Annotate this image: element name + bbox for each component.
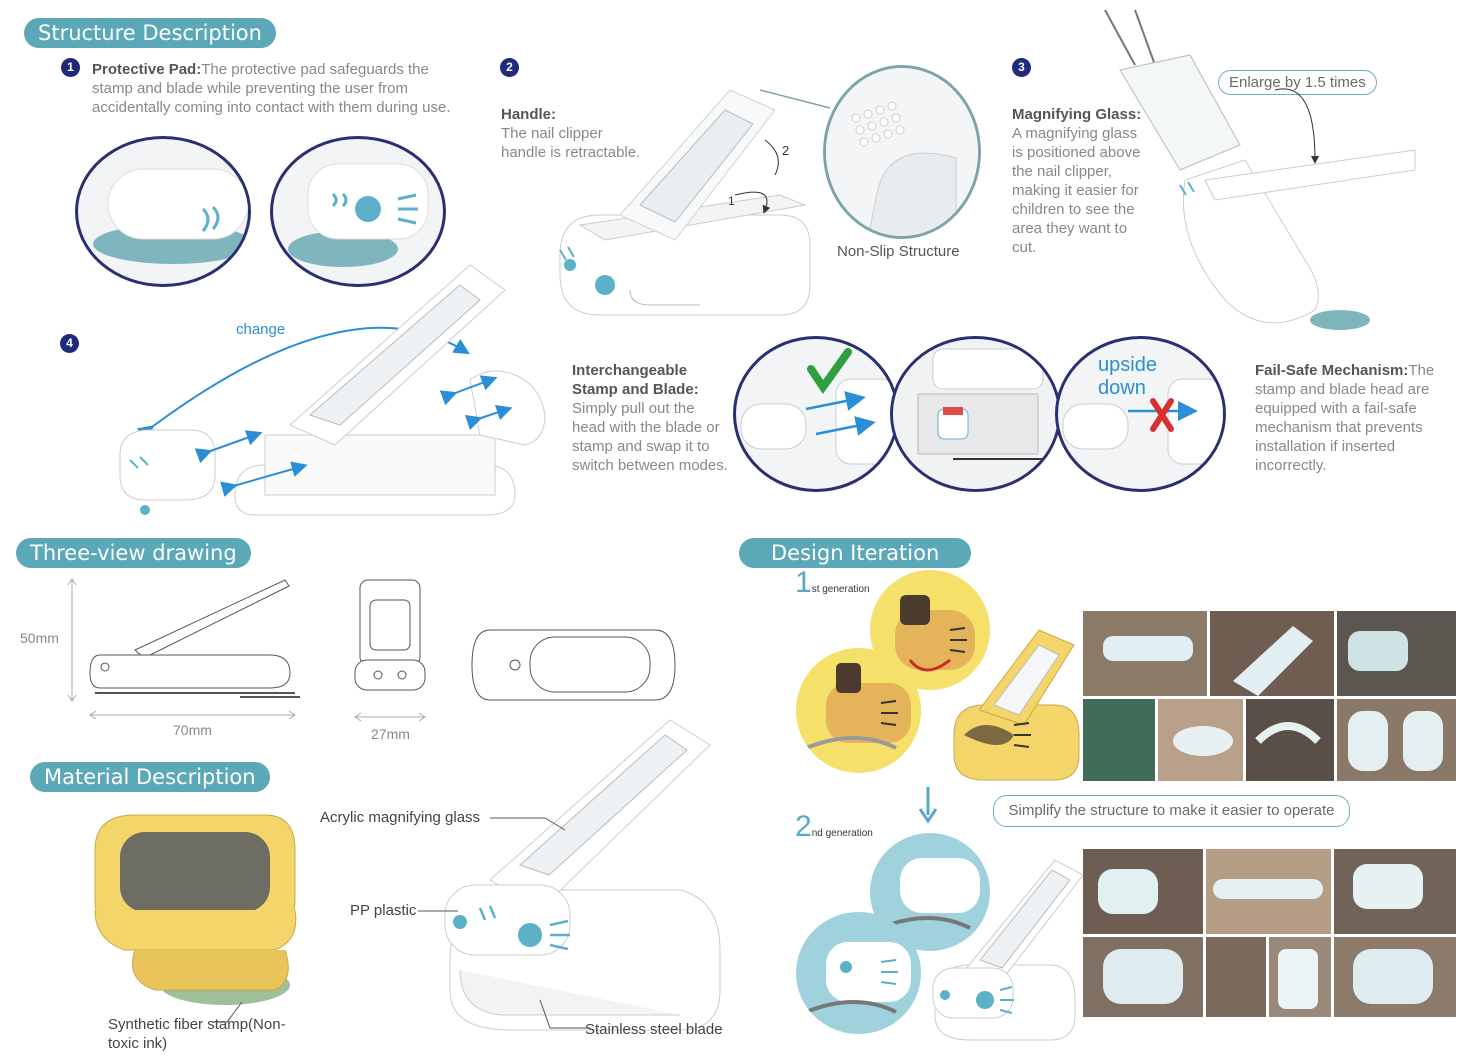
upside-label-2: down	[1098, 377, 1146, 399]
arrow-label-2: 2	[782, 143, 789, 158]
wrong-insert-illustration: upside down	[1062, 354, 1223, 465]
gen1-label: 1st generation	[795, 566, 870, 600]
change-label: change	[236, 321, 286, 338]
non-slip-zoom-image	[823, 65, 981, 239]
retractable-handle-illustration: 2 1	[559, 89, 811, 316]
height-dimension: 50mm	[20, 630, 59, 646]
gen2-detail-image-bottom	[796, 912, 921, 1034]
gen2-number: 2	[795, 810, 812, 843]
feature-1-desc: The protective pad safeguards the stamp …	[92, 61, 451, 116]
non-slip-dots-illustration	[826, 68, 978, 236]
gen1-number: 1	[795, 566, 812, 599]
interchangeable-illustration	[119, 264, 546, 516]
side-view-drawing	[67, 578, 300, 720]
pad-open-illustration	[288, 163, 429, 267]
feature-3-desc: A magnifying glass is positioned above t…	[1012, 125, 1141, 256]
section-title-structure: Structure Description	[24, 18, 276, 48]
correct-insert-image	[733, 336, 899, 492]
pp-label: PP plastic	[350, 902, 417, 919]
feature-number-1: 1	[61, 58, 80, 77]
gen1-photo-grid-tiles	[1083, 611, 1456, 781]
feature-3-title: Magnifying Glass:	[1012, 106, 1142, 123]
feature-2-desc: The nail clipper handle is retractable.	[501, 125, 641, 161]
feature-1-title: Protective Pad:	[92, 61, 202, 78]
gen2-suffix: nd generation	[811, 828, 873, 839]
simplify-callout: Simplify the structure to make it easier…	[993, 795, 1350, 827]
length-dimension: 70mm	[173, 722, 212, 738]
gen1-detail-bottom-illustration	[805, 663, 911, 750]
pad-closed-image	[75, 136, 251, 287]
section-title-material: Material Description	[30, 762, 270, 792]
gen1-detail-top-illustration	[895, 595, 975, 672]
white-model-illustration	[444, 719, 721, 1031]
fail-safe-text: Fail-Safe Mechanism:The stamp and blade …	[1255, 361, 1435, 475]
gen1-suffix: st generation	[811, 584, 870, 595]
pp-leader-line	[418, 910, 458, 912]
gen2-photo-grid-tiles	[1083, 849, 1456, 1017]
gen1-model-illustration	[953, 629, 1080, 781]
gen1-photo-grid	[1083, 611, 1456, 781]
pad-open-image	[270, 136, 446, 287]
top-view-drawing	[471, 629, 676, 701]
slot-zoom-illustration	[893, 339, 1058, 489]
yellow-model-illustration	[94, 814, 297, 1005]
enlarge-callout: Enlarge by 1.5 times	[1218, 70, 1377, 95]
non-slip-label: Non-Slip Structure	[837, 243, 960, 260]
fail-safe-desc: The stamp and blade head are equipped wi…	[1255, 362, 1435, 474]
section-title-three-view: Three-view drawing	[16, 538, 251, 568]
zoom-connector-line	[759, 89, 831, 109]
feature-3-text: Magnifying Glass: A magnifying glass is …	[1012, 105, 1147, 257]
wrong-insert-image: upside down	[1055, 336, 1226, 492]
feature-1-text: Protective Pad:The protective pad safegu…	[92, 60, 472, 117]
slot-zoom-image	[890, 336, 1061, 492]
gen2-model-illustration	[932, 859, 1084, 1041]
pad-closed-illustration	[93, 168, 248, 264]
arrow-label-1: 1	[728, 194, 735, 208]
interchangeable-text: Interchangeable Stamp and Blade: Simply …	[572, 361, 732, 475]
gen1-detail-image-bottom	[796, 648, 921, 773]
magnifier-illustration	[1104, 9, 1416, 330]
section-title-design: Design Iteration	[739, 538, 972, 568]
gen2-photo-grid	[1083, 849, 1456, 1017]
stamp-material-label: Synthetic fiber stamp(Non-toxic ink)	[108, 1016, 286, 1052]
correct-insert-illustration	[740, 348, 896, 465]
blade-label: Stainless steel blade	[585, 1021, 723, 1038]
stamp-leader-line	[212, 1001, 243, 1023]
feature-2-title: Handle:	[501, 106, 557, 123]
fail-safe-title: Fail-Safe Mechanism:	[1255, 362, 1409, 379]
feature-2-text: Handle: The nail clipper handle is retra…	[501, 105, 651, 162]
interchangeable-title: Interchangeable Stamp and Blade:	[572, 362, 699, 398]
gen2-detail-bottom-illustration	[805, 942, 911, 1014]
width-dimension: 27mm	[371, 726, 410, 742]
gen2-label: 2nd generation	[795, 810, 873, 844]
interchangeable-desc: Simply pull out the head with the blade …	[572, 400, 728, 474]
blade-leader-line	[539, 999, 590, 1029]
feature-number-2: 2	[500, 58, 519, 77]
acrylic-label: Acrylic magnifying glass	[320, 809, 481, 826]
acrylic-leader-line	[490, 817, 566, 831]
upside-label-1: upside	[1098, 354, 1157, 376]
front-view-drawing	[354, 579, 426, 722]
feature-number-3: 3	[1012, 58, 1031, 77]
feature-number-4: 4	[60, 334, 79, 353]
down-arrow-icon	[918, 787, 938, 824]
